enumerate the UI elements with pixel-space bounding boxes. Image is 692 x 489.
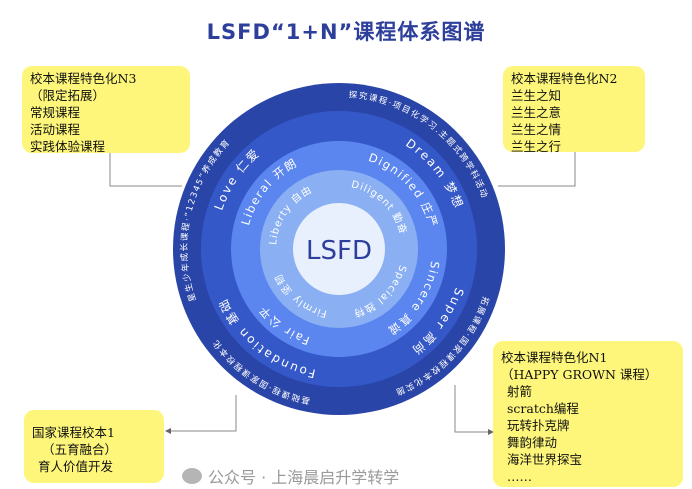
box-n2-line: 校本课程特色化N2 (511, 71, 618, 86)
box-n1-line: 海洋世界探宝 (507, 452, 583, 467)
box-n3-line: 校本课程特色化N3 (30, 71, 137, 86)
wechat-icon (182, 468, 202, 484)
box-n1-line: 校本课程特色化N1 (501, 350, 608, 365)
page-title: LSFD“1+N”课程体系图谱 (206, 20, 486, 44)
box-n1: 校本课程特色化N1 （HAPPY GROWN 课程） 射箭 scratch编程 … (493, 341, 683, 487)
watermark-text: 公众号 · 上海晨启升学转学 (208, 468, 400, 487)
box-n1-line: （HAPPY GROWN 课程） (501, 367, 658, 382)
box-n2-line: 兰生之行 (511, 139, 562, 154)
connector-n1 (454, 385, 494, 435)
connector-n3 (109, 153, 182, 187)
box-n1-line: 玩转扑克牌 (507, 418, 570, 433)
box-base-line: （五育融合） (42, 442, 118, 457)
box-n1-line: 舞韵律动 (507, 435, 558, 450)
box-n3-line: （限定拓展） (30, 88, 106, 103)
center-label: LSFD (306, 236, 372, 266)
connector-base (165, 395, 237, 434)
box-base-line: 育人价值开发 (38, 459, 114, 474)
box-n1-line: 射箭 (507, 384, 533, 399)
connector-n2 (498, 152, 576, 187)
box-base-line: 国家课程校本1 (32, 425, 115, 440)
box-n3-line: 实践体验课程 (30, 139, 106, 154)
center-circle (293, 203, 385, 295)
box-base: 国家课程校本1 （五育融合） 育人价值开发 (24, 410, 164, 483)
box-n2: 校本课程特色化N2 兰生之知 兰生之意 兰生之情 兰生之行 (503, 66, 645, 154)
box-n3-line: 活动课程 (30, 122, 81, 137)
box-n1-line: …… (507, 469, 532, 484)
box-n2-line: 兰生之意 (511, 105, 562, 120)
box-n1-line: scratch编程 (507, 401, 579, 416)
box-n3: 校本课程特色化N3 （限定拓展） 常规课程 活动课程 实践体验课程 (22, 66, 190, 154)
watermark: 公众号 · 上海晨启升学转学 (182, 464, 399, 488)
box-n2-line: 兰生之知 (511, 88, 562, 103)
box-n2-line: 兰生之情 (511, 122, 562, 137)
box-n3-line: 常规课程 (30, 105, 81, 120)
